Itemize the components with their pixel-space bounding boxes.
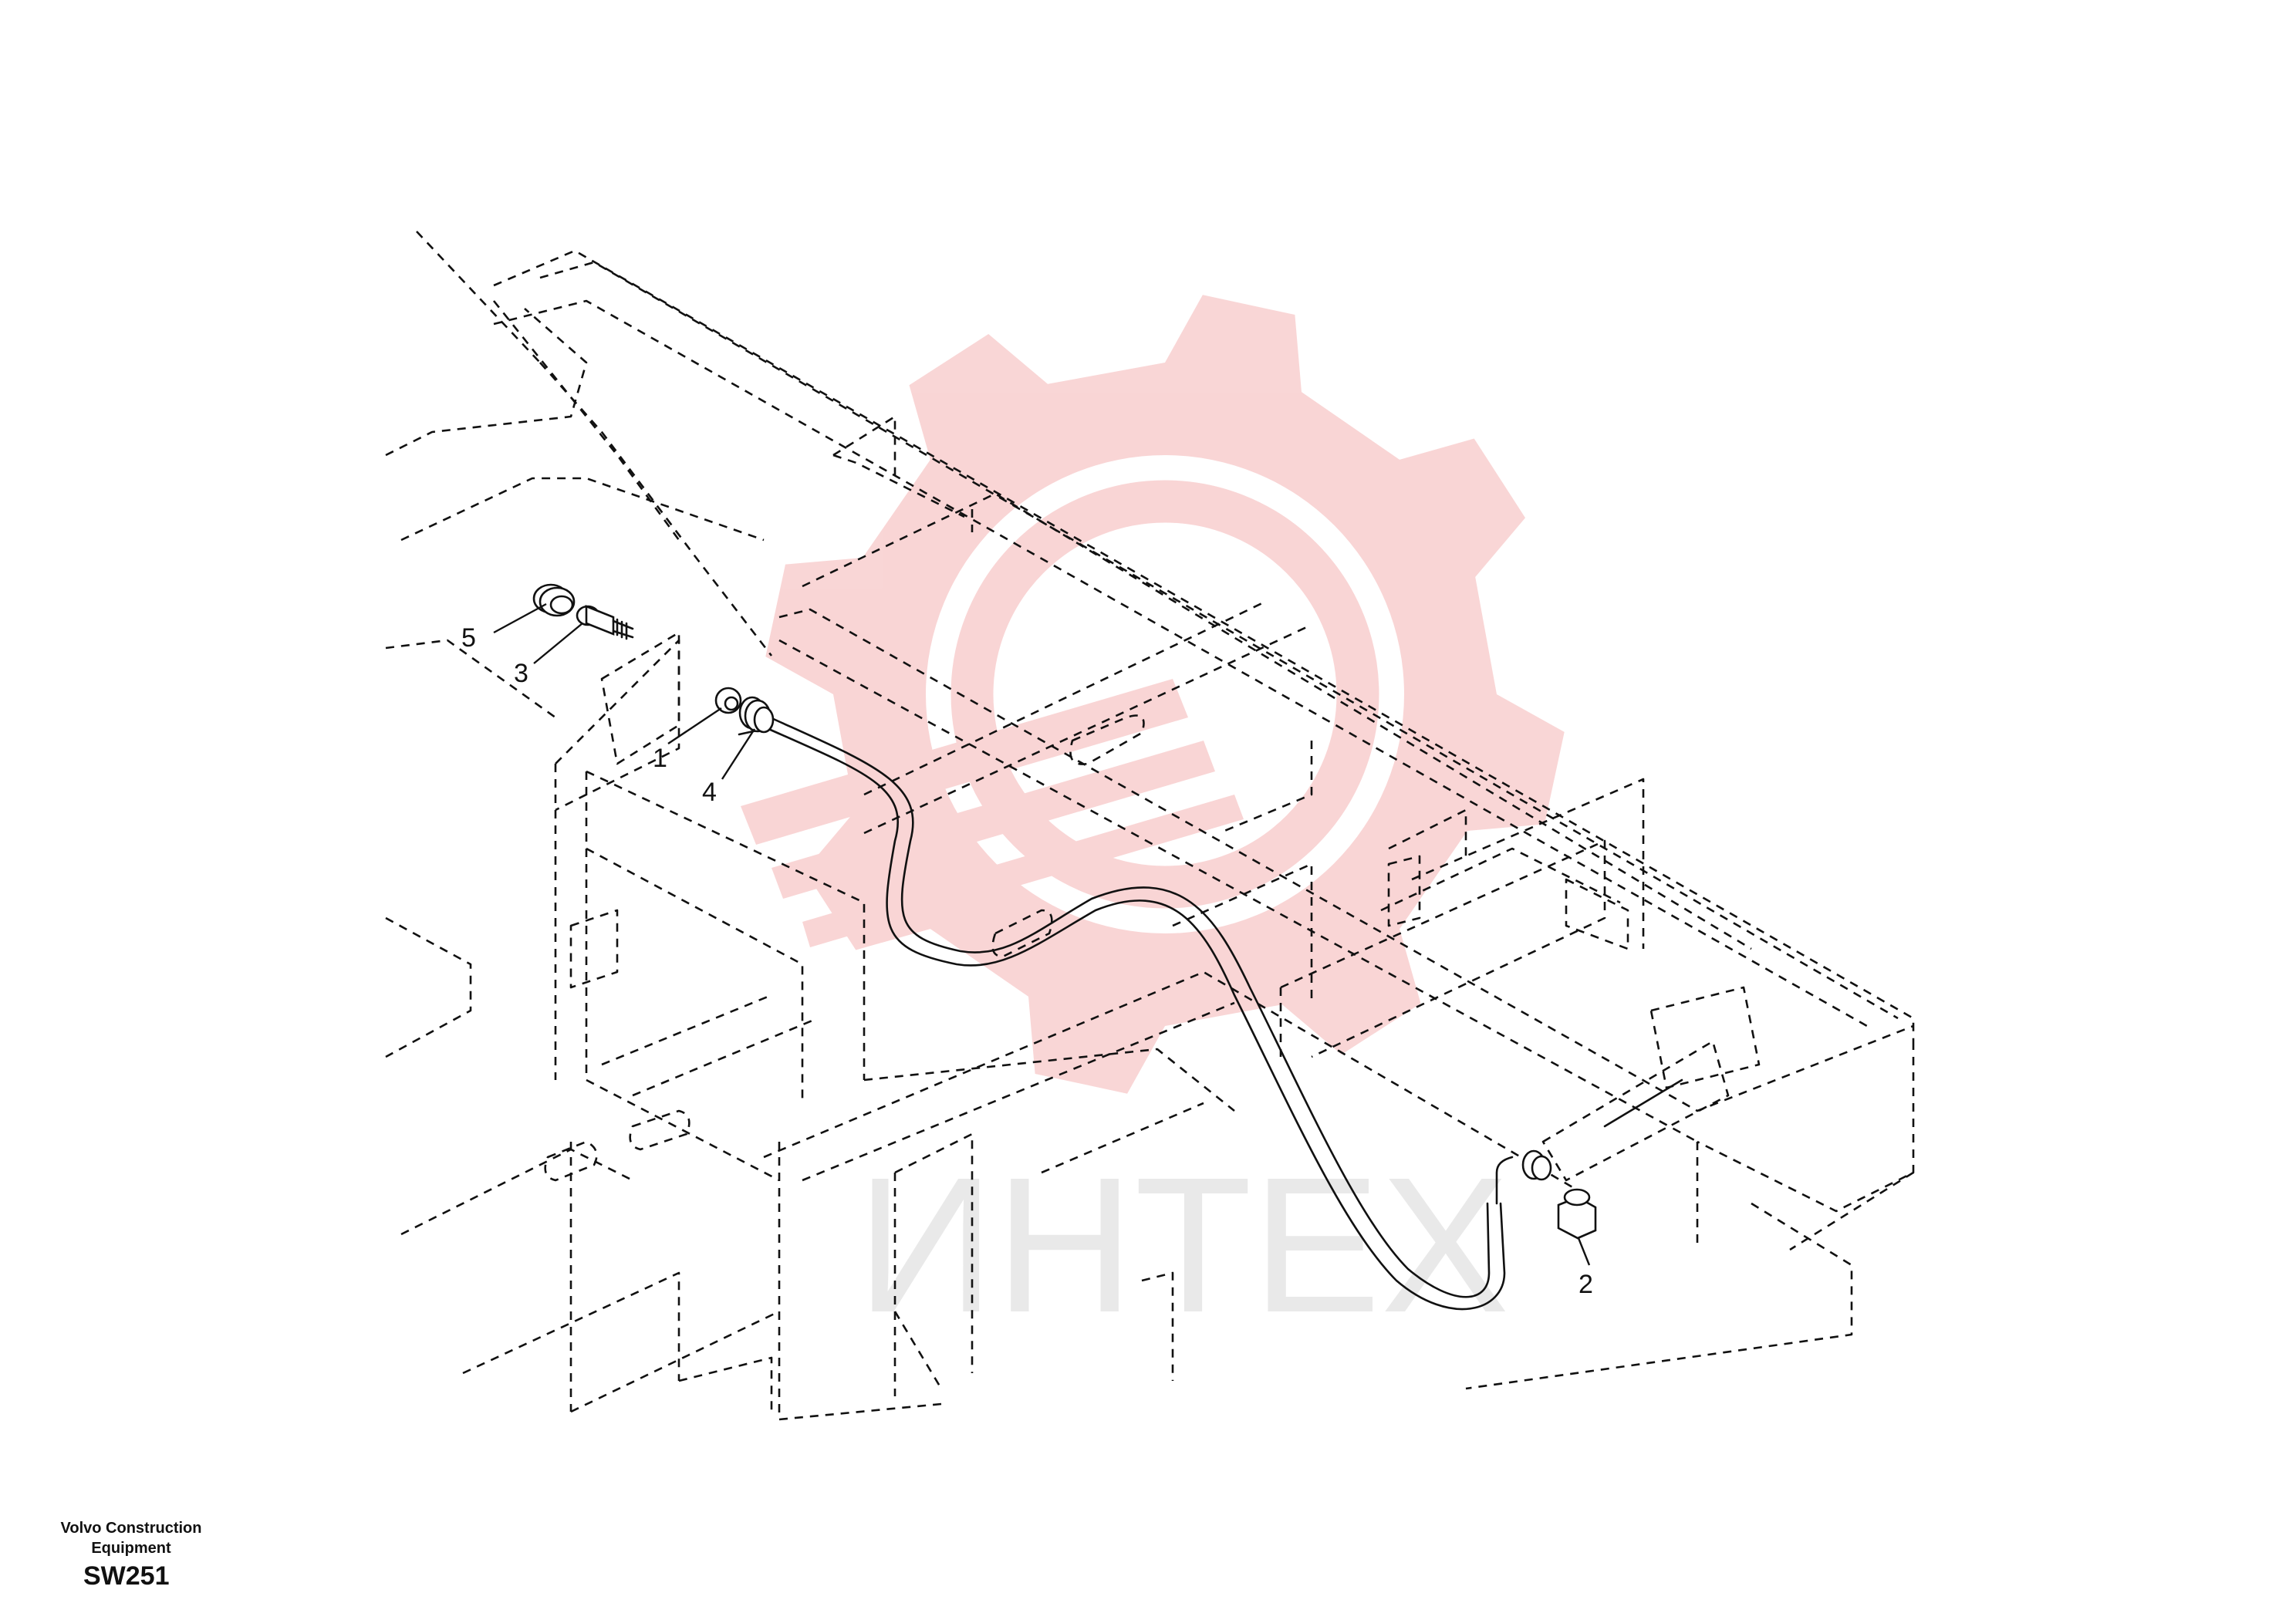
figure-code: SW251 (83, 1561, 170, 1591)
leader-lines (493, 602, 1591, 1266)
gear-ring (950, 480, 1379, 909)
callout-5: 5 (461, 623, 476, 653)
part-1-nut (714, 687, 742, 714)
machine-frame (385, 231, 1915, 1421)
callout-3: 3 (514, 659, 528, 688)
company-line-1: Volvo Construction (60, 1520, 202, 1537)
company-name: Volvo Construction Equipment (31, 1518, 231, 1558)
hydraulic-hose (738, 707, 1514, 1311)
gear-watermark-icon (741, 295, 1565, 1094)
part-2-elbow-fitting (1521, 1149, 1597, 1240)
watermark-text: ИНТЕХ (856, 1137, 1509, 1352)
callout-1: 1 (653, 744, 667, 773)
cylinder-connector (1541, 1040, 1730, 1182)
callout-4: 4 (702, 778, 717, 807)
part-3-adapter (576, 605, 634, 640)
callout-2: 2 (1578, 1270, 1593, 1299)
part-5-plug (532, 583, 576, 617)
company-line-2: Equipment (91, 1540, 171, 1557)
part-4-hose-fitting (738, 696, 775, 734)
